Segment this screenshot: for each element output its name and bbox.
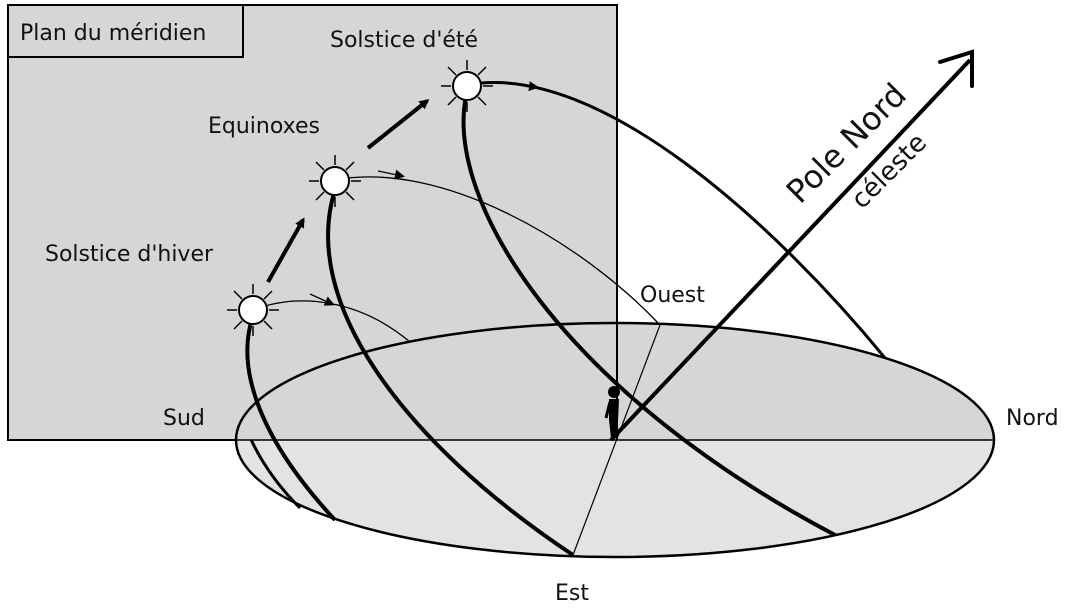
east-label: Est (555, 581, 589, 606)
meridian-plane-label: Plan du méridien (20, 21, 206, 46)
summer-solstice-label: Solstice d'été (330, 28, 478, 53)
winter-solstice-label: Solstice d'hiver (45, 242, 214, 267)
sun-equinox (309, 155, 361, 207)
south-label: Sud (163, 406, 205, 431)
celestial-pole-arrowhead (940, 52, 972, 86)
sun-winter-solstice (227, 284, 279, 336)
west-label: Ouest (640, 283, 705, 308)
horizon-plane-near-half (236, 440, 994, 557)
north-label: Nord (1006, 406, 1059, 431)
equinoxes-label: Equinoxes (208, 114, 320, 139)
sun-summer-solstice (441, 60, 493, 112)
